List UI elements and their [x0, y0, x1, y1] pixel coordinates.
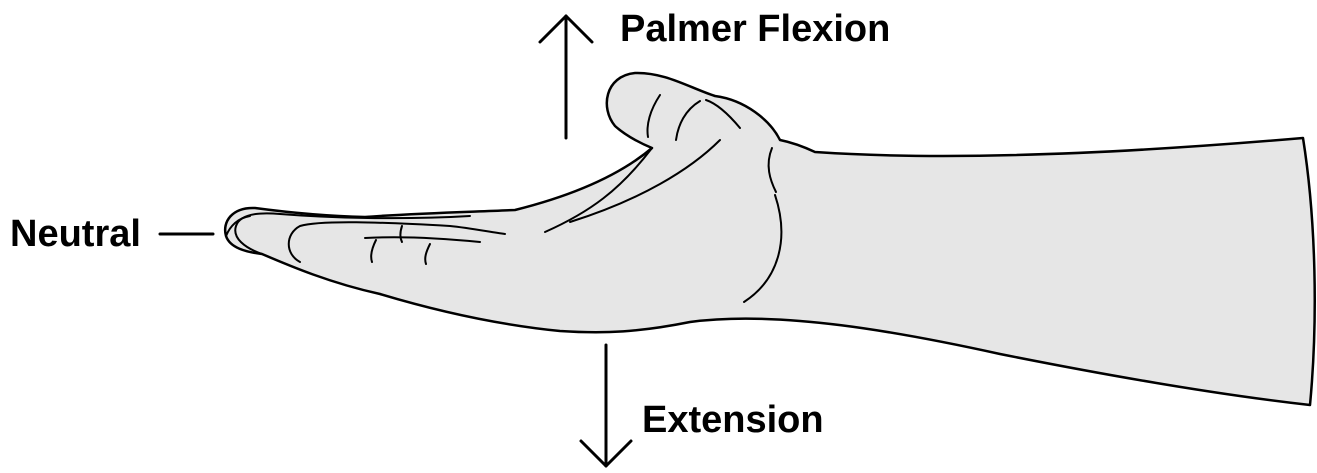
neutral-label: Neutral [10, 215, 141, 253]
hand-outline [225, 73, 1315, 405]
palmer-flexion-label: Palmer Flexion [620, 10, 890, 48]
hand-forearm-illustration [225, 73, 1315, 405]
extension-arrow [581, 345, 631, 466]
extension-label: Extension [642, 401, 824, 439]
palmer-flexion-arrow [540, 16, 592, 138]
